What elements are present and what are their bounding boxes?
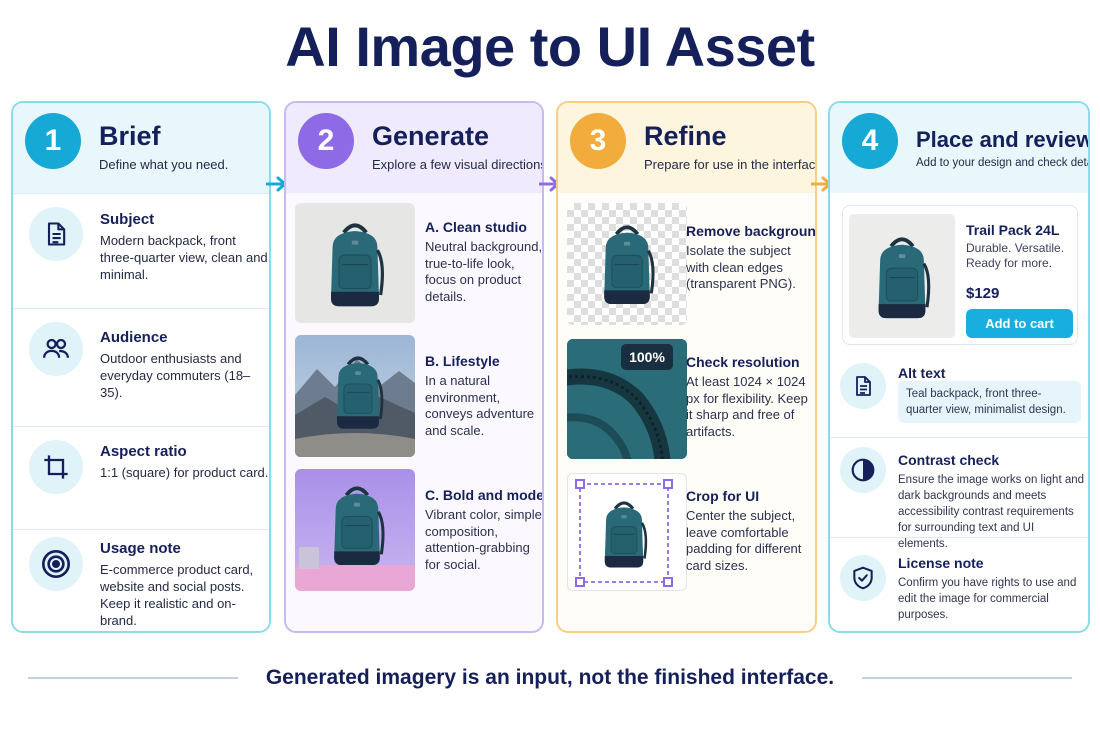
refine-step-remove-background: Remove background Isolate the subject wi… xyxy=(558,203,815,327)
brief-item-title: Audience xyxy=(100,329,168,346)
step-subtitle: Add to your design and check details. xyxy=(916,157,1090,169)
step-number-badge: 3 xyxy=(570,113,626,169)
refine-body: Isolate the subject with clean edges (tr… xyxy=(686,243,796,291)
backpack-icon xyxy=(849,214,955,338)
resolution-badge: 100% xyxy=(621,344,673,370)
step-subtitle: Prepare for use in the interface. xyxy=(644,157,817,172)
step-title: Place and review xyxy=(916,127,1090,152)
review-item-body: Confirm you have rights to use and edit … xyxy=(898,577,1077,621)
brief-item-title: Subject xyxy=(100,211,155,228)
product-description: Durable. Versatile. Ready for more. xyxy=(966,241,1065,270)
product-card: Trail Pack 24L Durable. Versatile. Ready… xyxy=(842,205,1078,345)
refine-body: At least 1024 × 1024 px for flexibility.… xyxy=(686,374,808,439)
option-title: C. Bold and modern xyxy=(425,487,544,503)
refine-title: Check resolution xyxy=(686,354,800,370)
tagline: Generated imagery is an input, not the f… xyxy=(265,666,835,689)
backpack-icon xyxy=(567,203,687,325)
generate-option-lifestyle: B. Lifestyle In a natural environment, c… xyxy=(286,335,542,459)
crop-preview-image xyxy=(567,473,687,591)
step-title: Refine xyxy=(644,121,727,151)
clean-studio-image xyxy=(295,203,415,323)
bold-modern-image xyxy=(295,469,415,591)
refine-step-crop-for-ui: Crop for UI Center the subject, leave co… xyxy=(558,473,815,597)
review-item-title: Alt text xyxy=(898,365,946,381)
brief-item-title: Aspect ratio xyxy=(100,443,187,460)
brief-item-title: Usage note xyxy=(100,540,181,557)
brief-item-aspect-ratio: Aspect ratio 1:1 (square) for product ca… xyxy=(13,426,269,529)
option-title: A. Clean studio xyxy=(425,219,527,235)
generate-option-clean-studio: A. Clean studio Neutral background, true… xyxy=(286,203,542,325)
brief-item-body: Outdoor enthusiasts and everyday commute… xyxy=(100,351,251,400)
step-title: Brief xyxy=(99,121,161,151)
step-refine-panel: 3 Refine Prepare for use in the interfac… xyxy=(556,101,817,633)
refine-title: Crop for UI xyxy=(686,488,760,504)
step-header: 3 Refine Prepare for use in the interfac… xyxy=(558,103,815,193)
brief-item-usage-note: Usage note E-commerce product card, webs… xyxy=(13,529,269,631)
product-price: $129 xyxy=(966,285,1000,302)
backpack-icon xyxy=(295,356,415,457)
brief-item-body: Modern backpack, front three-quarter vie… xyxy=(100,233,268,282)
target-icon xyxy=(29,537,83,591)
brief-item-audience: Audience Outdoor enthusiasts and everyda… xyxy=(13,308,269,426)
divider-line xyxy=(28,677,238,679)
alt-text-box: Teal backpack, front three-quarter view,… xyxy=(898,381,1081,423)
step-subtitle: Define what you need. xyxy=(99,157,229,172)
step-brief-panel: 1 Brief Define what you need. Subject Mo… xyxy=(11,101,271,633)
backpack-icon xyxy=(295,469,415,591)
crop-frame-icon xyxy=(575,479,673,587)
transparent-background-image xyxy=(567,203,687,325)
generate-option-bold-modern: C. Bold and modern Vibrant color, simple… xyxy=(286,469,542,593)
step-subtitle: Explore a few visual directions. xyxy=(372,157,544,172)
page-title: AI Image to UI Asset xyxy=(285,15,815,78)
step-place-review-panel: 4 Place and review Add to your design an… xyxy=(828,101,1090,633)
lifestyle-image xyxy=(295,335,415,457)
step-number-badge: 4 xyxy=(842,113,898,169)
brief-item-body: 1:1 (square) for product card. xyxy=(100,465,269,480)
product-name: Trail Pack 24L xyxy=(966,222,1060,238)
step-number-badge: 2 xyxy=(298,113,354,169)
refine-body: Center the subject, leave comfortable pa… xyxy=(686,508,802,573)
document-icon xyxy=(840,363,886,409)
contrast-icon xyxy=(840,447,886,493)
product-image xyxy=(849,214,955,338)
document-icon xyxy=(29,207,83,261)
crop-icon xyxy=(29,440,83,494)
step-header: 1 Brief Define what you need. xyxy=(13,103,269,193)
step-title: Generate xyxy=(372,121,490,151)
people-icon xyxy=(29,322,83,376)
step-number-badge: 1 xyxy=(25,113,81,169)
review-item-license-note: License note Confirm you have rights to … xyxy=(830,537,1088,631)
step-header: 2 Generate Explore a few visual directio… xyxy=(286,103,542,193)
option-title: B. Lifestyle xyxy=(425,353,500,369)
shield-check-icon xyxy=(840,555,886,601)
backpack-icon xyxy=(295,203,415,323)
refine-step-check-resolution: 100% Check resolution At least 1024 × 10… xyxy=(558,339,815,463)
option-body: In a natural environment, conveys advent… xyxy=(425,373,535,438)
option-body: Neutral background, true-to-life look, f… xyxy=(425,239,543,304)
zipper-closeup-icon xyxy=(567,339,687,459)
review-item-title: Contrast check xyxy=(898,452,1000,468)
review-item-body: Ensure the image works on light and dark… xyxy=(898,474,1085,550)
refine-title: Remove background xyxy=(686,223,817,239)
brief-item-body: E-commerce product card, website and soc… xyxy=(100,562,254,628)
review-item-alt-text: Alt text xyxy=(830,357,1088,439)
brief-item-subject: Subject Modern backpack, front three-qua… xyxy=(13,193,269,308)
divider-line xyxy=(862,677,1072,679)
step-generate-panel: 2 Generate Explore a few visual directio… xyxy=(284,101,544,633)
add-to-cart-button[interactable]: Add to cart xyxy=(966,309,1073,338)
review-item-title: License note xyxy=(898,555,984,571)
step-header: 4 Place and review Add to your design an… xyxy=(830,103,1088,193)
review-item-contrast-check: Contrast check Ensure the image works on… xyxy=(830,437,1088,550)
option-body: Vibrant color, simple composition, atten… xyxy=(425,507,542,572)
